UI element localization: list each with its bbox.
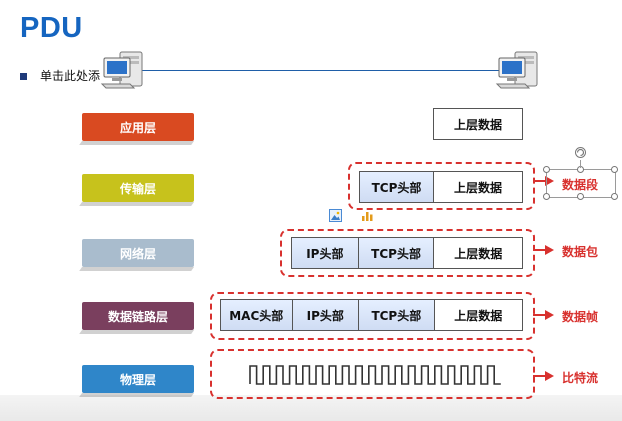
bitstream-label: 比特流 xyxy=(562,371,599,385)
transport-pdu: TCP头部 上层数据 xyxy=(359,171,523,203)
ip-header-cell: IP头部 xyxy=(292,238,359,268)
resize-handle[interactable] xyxy=(543,166,550,173)
arrow-right-icon xyxy=(533,245,554,255)
resize-handle[interactable] xyxy=(611,166,618,173)
tcp-header-cell: TCP头部 xyxy=(358,238,435,268)
placeholder-text[interactable]: 单击此处添 xyxy=(40,69,101,83)
square-wave-signal xyxy=(249,365,501,385)
arrow-right-icon xyxy=(533,176,554,186)
resize-handle[interactable] xyxy=(611,193,618,200)
tcp-header-cell: TCP头部 xyxy=(359,300,435,330)
packet-label: 数据包 xyxy=(562,245,599,259)
network-link-line xyxy=(140,70,515,71)
tcp-header-cell: TCP头部 xyxy=(360,172,434,202)
upper-data-cell: 上层数据 xyxy=(434,109,522,139)
resize-handle[interactable] xyxy=(577,193,584,200)
chart-icon[interactable] xyxy=(361,209,374,222)
upper-data-cell: 上层数据 xyxy=(434,300,522,330)
slide-footer-band xyxy=(0,395,622,421)
slide-title: PDU xyxy=(20,12,83,44)
upper-data-cell: 上层数据 xyxy=(434,172,522,202)
layer-transport-button[interactable]: 传输层 xyxy=(82,174,194,202)
datalink-pdu: MAC头部 IP头部 TCP头部 上层数据 xyxy=(220,299,523,331)
layer-application-button[interactable]: 应用层 xyxy=(82,113,194,141)
network-pdu: IP头部 TCP头部 上层数据 xyxy=(291,237,523,269)
segment-dashed-box xyxy=(348,162,535,210)
arrow-right-icon xyxy=(533,371,554,381)
rotate-handle-stem xyxy=(580,160,581,168)
computer-right-icon xyxy=(495,51,538,89)
layer-network-button[interactable]: 网络层 xyxy=(82,239,194,267)
bitstream-dashed-box xyxy=(210,349,535,399)
upper-data-cell: 上层数据 xyxy=(434,238,522,268)
rotate-handle-icon[interactable] xyxy=(574,146,587,159)
bullet-marker xyxy=(20,73,27,80)
picture-icon[interactable] xyxy=(329,209,342,222)
arrow-right-icon xyxy=(533,310,554,320)
resize-handle[interactable] xyxy=(543,193,550,200)
packet-dashed-box xyxy=(280,229,535,277)
mac-header-cell: MAC头部 xyxy=(221,300,293,330)
application-pdu: 上层数据 xyxy=(433,108,523,140)
ip-header-cell: IP头部 xyxy=(292,300,360,330)
layer-physical-button[interactable]: 物理层 xyxy=(82,365,194,393)
layer-datalink-button[interactable]: 数据链路层 xyxy=(82,302,194,330)
segment-label: 数据段 xyxy=(562,178,599,192)
frame-label: 数据帧 xyxy=(562,310,599,324)
computer-left-icon xyxy=(100,51,143,89)
